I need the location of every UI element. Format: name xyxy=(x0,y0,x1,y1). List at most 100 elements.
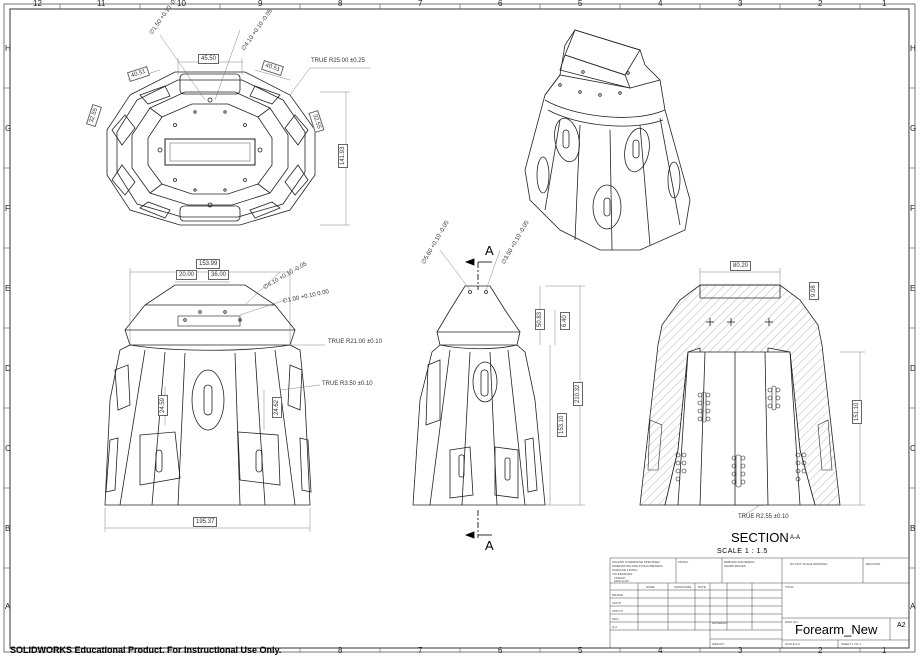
tb-note-1: UNLESS OTHERWISE SPECIFIED: xyxy=(612,560,661,564)
tb-note-5: LINEAR: xyxy=(614,576,626,580)
zone-label-left-d: D xyxy=(5,364,11,373)
zone-label-top-11: 11 xyxy=(97,0,106,8)
top-view xyxy=(106,71,316,226)
top-dim-depth: 141.93 xyxy=(338,143,348,168)
zone-label-top-2: 2 xyxy=(818,0,823,8)
zone-label-right-d: D xyxy=(910,364,916,373)
zone-label-right-c: C xyxy=(910,444,916,453)
tb-row-drawn: DRAWN xyxy=(612,593,624,597)
tb-revision: REVISION xyxy=(866,562,881,566)
front-dim-width-top: 153.99 xyxy=(196,259,221,269)
zone-label-right-e: E xyxy=(910,284,916,293)
zone-label-top-1: 1 xyxy=(882,0,887,8)
zone-label-top-6: 6 xyxy=(498,0,503,8)
side-dim-total-height: 210.32 xyxy=(573,381,583,406)
zone-label-left-c: C xyxy=(5,444,11,453)
zone-label-left-b: B xyxy=(5,524,11,533)
zone-label-bottom-1: 1 xyxy=(882,646,887,655)
tb-col-date: DATE xyxy=(698,585,706,589)
zone-label-right-h: H xyxy=(910,44,916,53)
section-dim-lower-height: 151.10 xyxy=(852,399,862,424)
tb-sheet: SHEET 1 OF 1 xyxy=(841,642,861,646)
tb-row-chkd: CHK'D xyxy=(612,601,622,605)
zone-label-bottom-3: 3 xyxy=(738,646,743,655)
top-dim-width-top: 45.50 xyxy=(198,54,220,64)
top-dim-radius: TRUE R25.00 ±0.25 xyxy=(311,58,365,64)
tb-do-not-scale: DO NOT SCALE DRAWING xyxy=(790,562,828,566)
zone-label-right-a: A xyxy=(910,602,916,611)
tb-row-qa: Q.A xyxy=(612,625,618,629)
zone-label-top-5: 5 xyxy=(578,0,583,8)
tb-note-2: DIMENSIONS ARE IN MILLIMETERS xyxy=(612,564,663,568)
educational-watermark: SOLIDWORKS Educational Product. For Inst… xyxy=(10,645,282,655)
zone-label-right-b: B xyxy=(910,524,916,533)
zone-label-left-a: A xyxy=(5,602,11,611)
zone-label-bottom-2: 2 xyxy=(818,646,823,655)
tb-row-appvd: APPV'D xyxy=(612,609,623,613)
zone-label-top-3: 3 xyxy=(738,0,743,8)
front-view xyxy=(104,284,312,506)
tb-note-4: TOLERANCES: xyxy=(612,572,634,576)
zone-label-bottom-7: 7 xyxy=(418,646,423,655)
sheet-size: A2 xyxy=(897,622,906,629)
isometric-view xyxy=(524,29,691,251)
zone-ticks xyxy=(4,4,915,652)
zone-label-top-12: 12 xyxy=(33,0,42,8)
zone-label-bottom-6: 6 xyxy=(498,646,503,655)
section-dim-top-step: 9.08 xyxy=(809,282,819,300)
tb-weight: WEIGHT: xyxy=(712,642,725,646)
side-view-dim-lines xyxy=(439,249,585,506)
section-cut-label-top: A xyxy=(485,243,494,258)
front-dim-slot-right: 24.62 xyxy=(272,396,282,418)
tb-col-name: NAME xyxy=(646,585,655,589)
tb-title-label: TITLE: xyxy=(785,585,795,589)
tb-scale: SCALE:1:2 xyxy=(785,642,800,646)
zone-label-top-9: 9 xyxy=(258,0,263,8)
section-scale: SCALE 1 : 1.5 xyxy=(717,548,768,555)
tb-dwg-no: DWG NO. xyxy=(785,620,799,624)
front-view-dim-lines xyxy=(104,268,325,532)
tb-note-3: SURFACE FINISH: xyxy=(612,568,638,572)
tb-material: MATERIAL: xyxy=(712,621,728,625)
side-dim-lower-height: 153.10 xyxy=(557,412,567,437)
front-dim-base-width: 195.37 xyxy=(193,517,218,527)
zone-label-right-f: F xyxy=(910,204,915,213)
section-title: SECTION xyxy=(731,530,789,545)
front-dim-offset: 20.00 xyxy=(176,270,198,280)
tb-row-mfg: MFG xyxy=(612,617,619,621)
section-cut-line xyxy=(464,258,492,539)
front-dim-radius-21: TRUE R21.00 ±0.10 xyxy=(328,339,382,345)
section-view xyxy=(639,284,841,506)
front-dim-radius-3: TRUE R3.50 ±0.10 xyxy=(322,381,373,387)
section-features xyxy=(647,385,833,488)
drawing-frame xyxy=(9,8,910,649)
zone-label-left-e: E xyxy=(5,284,11,293)
zone-label-bottom-8: 8 xyxy=(338,646,343,655)
tb-deburr: DEBURR AND BREAK SHARP EDGES xyxy=(724,560,755,568)
tb-finish: FINISH: xyxy=(678,560,689,564)
zone-label-left-g: G xyxy=(5,124,12,133)
front-dim-slot-left: 24.59 xyxy=(158,394,168,416)
zone-label-top-8: 8 xyxy=(338,0,343,8)
side-dim-step: 6.40 xyxy=(560,312,570,330)
section-cut-label-bottom: A xyxy=(485,538,494,553)
zone-label-top-4: 4 xyxy=(658,0,663,8)
side-dim-top-height: 50.83 xyxy=(535,308,545,330)
tb-col-signature: SIGNATURE xyxy=(674,585,692,589)
front-dim-slot: 36.00 xyxy=(208,270,230,280)
section-subtitle: A-A xyxy=(790,535,801,541)
zone-label-bottom-5: 5 xyxy=(578,646,583,655)
section-dim-radius: TRUE R2.55 ±0.10 xyxy=(738,514,789,520)
zone-label-top-7: 7 xyxy=(418,0,423,8)
title-block xyxy=(609,557,910,649)
drawing-name: Forearm_New xyxy=(795,622,878,637)
zone-label-right-g: G xyxy=(910,124,917,133)
zone-label-left-h: H xyxy=(5,44,11,53)
side-view xyxy=(412,285,546,506)
section-dim-top-width: 80.20 xyxy=(730,261,752,271)
zone-label-bottom-4: 4 xyxy=(658,646,663,655)
zone-label-top-10: 10 xyxy=(177,0,186,8)
zone-label-left-f: F xyxy=(5,204,10,213)
tb-note-6: ANGULAR: xyxy=(614,579,630,583)
